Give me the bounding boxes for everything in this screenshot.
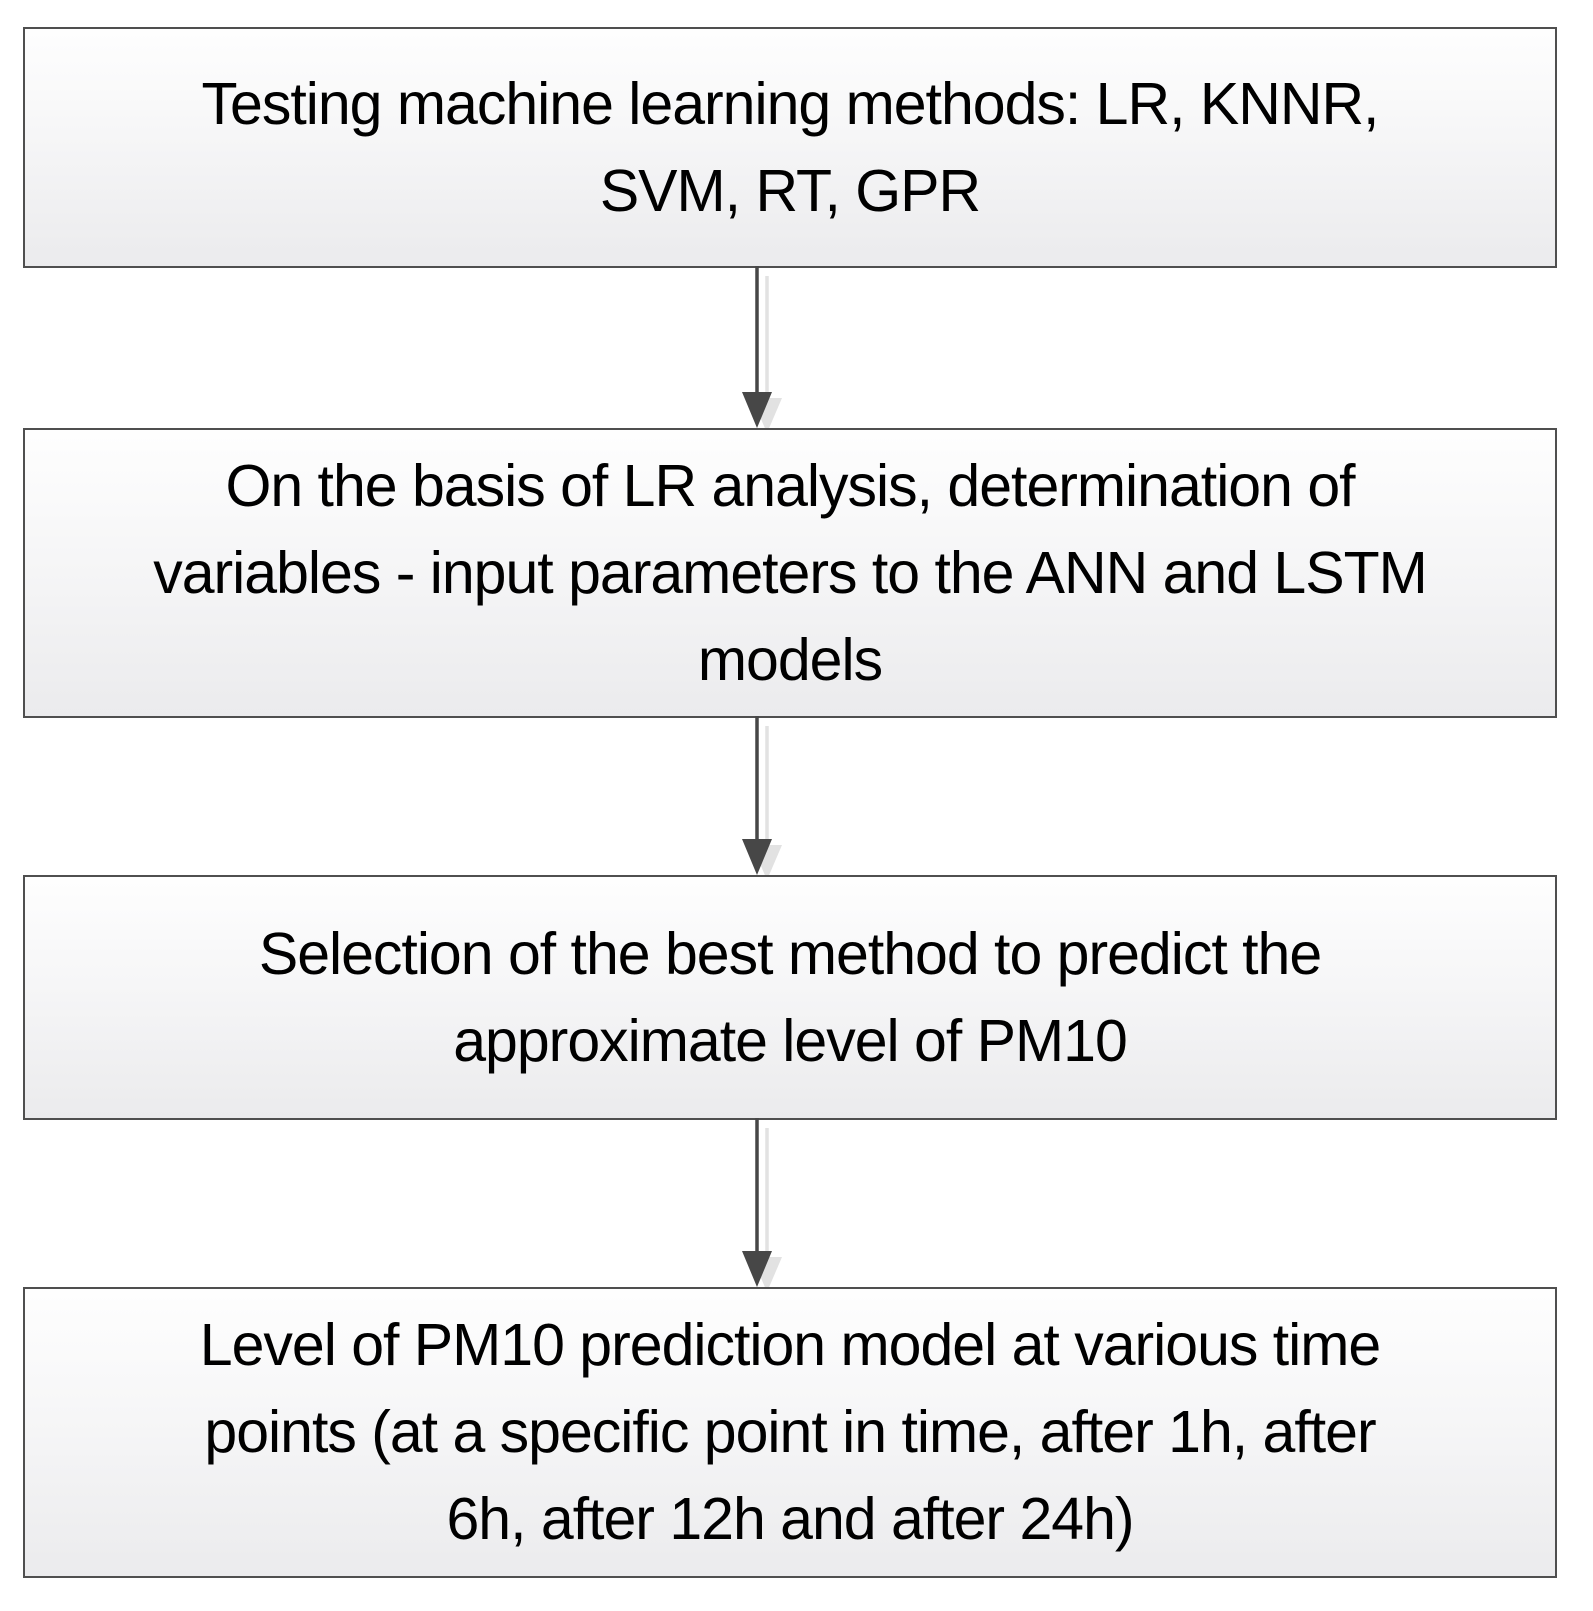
flow-box-lr-variable-determination: On the basis of LR analysis, determinati… — [23, 428, 1564, 725]
down-arrow-connector-1 — [742, 266, 782, 433]
down-arrow-connector-2 — [742, 716, 782, 880]
flow-box-text: Level of PM10 prediction model at variou… — [199, 1312, 1381, 1552]
down-arrow-head-icon — [742, 839, 772, 875]
flow-box-testing-ml-methods: Testing machine learning methods: LR, KN… — [23, 27, 1564, 275]
down-arrow-head-icon — [742, 1251, 772, 1287]
down-arrow-connector-3 — [742, 1118, 782, 1292]
down-arrow-head-icon — [742, 392, 772, 428]
flow-box-text: Selection of the best method to predict … — [258, 920, 1322, 1074]
flow-box-best-method-selection: Selection of the best method to predict … — [23, 875, 1564, 1127]
flow-box-pm10-prediction-levels: Level of PM10 prediction model at variou… — [23, 1287, 1564, 1585]
flow-box-text: Testing machine learning methods: LR, KN… — [201, 70, 1380, 224]
flow-box-text: On the basis of LR analysis, determinati… — [153, 452, 1428, 693]
